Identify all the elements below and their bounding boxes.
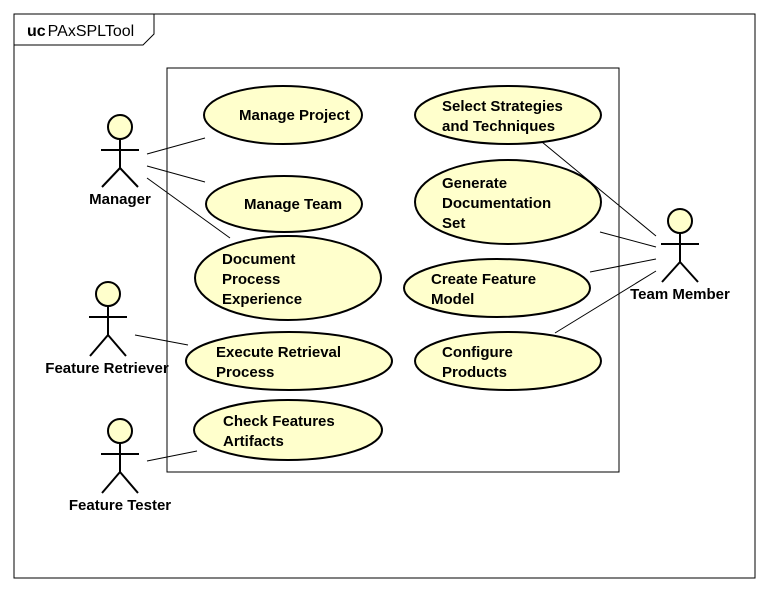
use-case-ellipse: [414, 159, 602, 245]
use-case-label: Configure Products: [442, 344, 517, 381]
association-team-member-create-feature-model: [589, 258, 657, 273]
frame-border: [13, 13, 756, 579]
stick-figure-icon: [101, 418, 139, 494]
use-case-label: Document Process Experience: [222, 251, 302, 308]
association-team-member-configure-products: [554, 270, 657, 334]
use-case-label-line: Artifacts: [223, 433, 284, 450]
use-case-label-line: Document: [222, 251, 295, 268]
use-case-label-line: Manage Project: [239, 107, 350, 124]
use-case-manage-project[interactable]: Manage Project: [203, 85, 363, 145]
use-case-ellipse: [403, 258, 591, 318]
use-case-label-line: and Techniques: [442, 118, 555, 135]
actors: Manager Feature Retriever: [45, 114, 730, 514]
associations: [134, 137, 657, 462]
use-cases: Manage Project Manage Team Document Proc…: [185, 85, 602, 461]
use-case-check-features-artifacts[interactable]: Check Features Artifacts: [193, 399, 383, 461]
use-case-label-line: Check Features: [223, 413, 335, 430]
use-case-configure-products[interactable]: Configure Products: [414, 331, 602, 391]
use-case-label: Manage Project: [239, 107, 350, 124]
use-case-create-feature-model[interactable]: Create Feature Model: [403, 258, 591, 318]
use-case-ellipse: [194, 235, 382, 321]
use-case-execute-retrieval-process[interactable]: Execute Retrieval Process: [185, 331, 393, 391]
actor-feature-retriever[interactable]: Feature Retriever: [45, 281, 169, 377]
use-case-ellipse: [185, 331, 393, 391]
frame-name: PAxSPLTool: [48, 23, 135, 40]
use-case-label: Check Features Artifacts: [223, 413, 339, 450]
actor-label: Feature Retriever: [45, 360, 169, 377]
use-case-ellipse: [414, 85, 602, 145]
association-manager-manage-team: [146, 165, 206, 183]
actor-team-member[interactable]: Team Member: [630, 208, 730, 303]
association-manager-document-process-experience: [146, 177, 231, 239]
use-case-label-line: Configure: [442, 344, 513, 361]
use-case-label-line: Set: [442, 215, 465, 232]
use-case-ellipse: [193, 399, 383, 461]
actor-manager[interactable]: Manager: [89, 114, 151, 208]
use-case-label-line: Select Strategies: [442, 98, 563, 115]
use-case-label: Execute Retrieval Process: [216, 344, 345, 381]
use-case-ellipse: [203, 85, 363, 145]
actor-label: Team Member: [630, 286, 730, 303]
frame-keyword: uc: [27, 23, 46, 40]
use-case-label: Select Strategies and Techniques: [442, 98, 567, 135]
use-case-label-line: Documentation: [442, 195, 551, 212]
actor-label: Feature Tester: [69, 497, 171, 514]
use-case-label-line: Execute Retrieval: [216, 344, 341, 361]
system-boundary: [166, 67, 620, 473]
use-case-label: Manage Team: [244, 196, 342, 213]
use-case-label-line: Generate: [442, 175, 507, 192]
association-team-member-generate-documentation-set: [599, 231, 657, 248]
association-feature-retriever-execute-retrieval-process: [134, 334, 189, 346]
use-case-select-strategies-and-techniques[interactable]: Select Strategies and Techniques: [414, 85, 602, 145]
frame-label-tab: [14, 14, 155, 46]
stick-figure-icon: [661, 208, 699, 283]
use-case-document-process-experience[interactable]: Document Process Experience: [194, 235, 382, 321]
actor-feature-tester[interactable]: Feature Tester: [69, 418, 171, 514]
use-case-label-line: Products: [442, 364, 507, 381]
use-case-label-line: Process: [222, 271, 280, 288]
use-case-manage-team[interactable]: Manage Team: [205, 175, 363, 233]
association-manager-manage-project: [146, 137, 206, 155]
association-team-member-select-strategies: [541, 141, 657, 237]
stick-figure-icon: [101, 114, 139, 188]
use-case-label-line: Create Feature: [431, 271, 536, 288]
use-case-ellipse: [205, 175, 363, 233]
use-case-label-line: Experience: [222, 291, 302, 308]
use-case-label-line: Process: [216, 364, 274, 381]
use-case-generate-documentation-set[interactable]: Generate Documentation Set: [414, 159, 602, 245]
stick-figure-icon: [89, 281, 127, 357]
use-case-label-line: Manage Team: [244, 196, 342, 213]
actor-label: Manager: [89, 191, 151, 208]
use-case-label: Create Feature Model: [431, 271, 540, 308]
use-case-label-line: Model: [431, 291, 474, 308]
use-case-label: Generate Documentation Set: [442, 175, 555, 232]
use-case-ellipse: [414, 331, 602, 391]
association-feature-tester-check-features-artifacts: [146, 450, 198, 462]
